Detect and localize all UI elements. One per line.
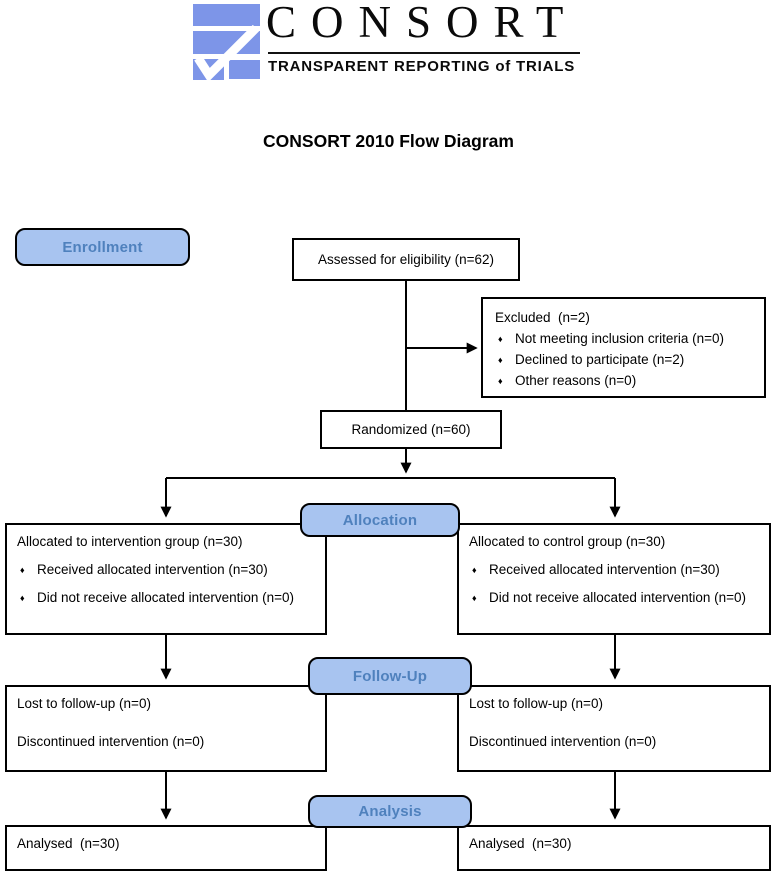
stage-pill-followup: Follow-Up <box>308 657 472 695</box>
bullet-diamond-icon: ♦ <box>498 355 503 365</box>
logo-divider <box>268 52 580 54</box>
box-excluded: Excluded (n=2) ♦ Not meeting inclusion c… <box>481 297 766 398</box>
followup-right-line: Discontinued intervention (n=0) <box>469 734 657 749</box>
allocation-left-item: ♦ Received allocated intervention (n=30) <box>17 561 319 579</box>
excluded-title: Excluded (n=2) <box>495 310 590 325</box>
box-analysis-intervention: Analysed (n=30) <box>5 825 327 871</box>
box-followup-intervention: Lost to follow-up (n=0) Discontinued int… <box>5 685 327 772</box>
followup-left-line: Discontinued intervention (n=0) <box>17 734 205 749</box>
analysis-right-text: Analysed (n=30) <box>469 836 572 851</box>
excluded-item: ♦ Not meeting inclusion criteria (n=0) <box>495 330 758 348</box>
consort-logo-icon <box>193 4 260 80</box>
bullet-diamond-icon: ♦ <box>20 593 25 603</box>
page-title: CONSORT 2010 Flow Diagram <box>263 131 514 151</box>
analysis-left-text: Analysed (n=30) <box>17 836 120 851</box>
allocation-right-item: ♦ Received allocated intervention (n=30) <box>469 561 763 579</box>
box-assessed: Assessed for eligibility (n=62) <box>292 238 520 281</box>
allocation-left-title: Allocated to intervention group (n=30) <box>17 534 243 549</box>
allocation-left-item: ♦ Did not receive allocated intervention… <box>17 589 319 607</box>
bullet-diamond-icon: ♦ <box>472 565 477 575</box>
excluded-item: ♦ Declined to participate (n=2) <box>495 351 758 369</box>
consort-wordmark: CONSORT <box>266 0 579 47</box>
bullet-diamond-icon: ♦ <box>498 376 503 386</box>
stage-pill-enrollment: Enrollment <box>15 228 190 266</box>
logo-subtitle: TRANSPARENT REPORTING of TRIALS <box>268 58 576 75</box>
box-followup-control: Lost to follow-up (n=0) Discontinued int… <box>457 685 771 772</box>
bullet-diamond-icon: ♦ <box>472 593 477 603</box>
stage-pill-analysis: Analysis <box>308 795 472 828</box>
allocation-right-item: ♦ Did not receive allocated intervention… <box>469 589 763 607</box>
allocation-right-title: Allocated to control group (n=30) <box>469 534 666 549</box>
bullet-diamond-icon: ♦ <box>20 565 25 575</box>
assessed-text: Assessed for eligibility (n=62) <box>318 251 494 267</box>
randomized-text: Randomized (n=60) <box>351 421 471 437</box>
box-analysis-control: Analysed (n=30) <box>457 825 771 871</box>
excluded-item: ♦ Other reasons (n=0) <box>495 372 758 390</box>
followup-left-line: Lost to follow-up (n=0) <box>17 696 151 711</box>
box-randomized: Randomized (n=60) <box>320 410 502 449</box>
followup-right-line: Lost to follow-up (n=0) <box>469 696 603 711</box>
stage-pill-allocation: Allocation <box>300 503 460 537</box>
box-allocated-control: Allocated to control group (n=30) ♦ Rece… <box>457 523 771 635</box>
box-allocated-intervention: Allocated to intervention group (n=30) ♦… <box>5 523 327 635</box>
bullet-diamond-icon: ♦ <box>498 334 503 344</box>
